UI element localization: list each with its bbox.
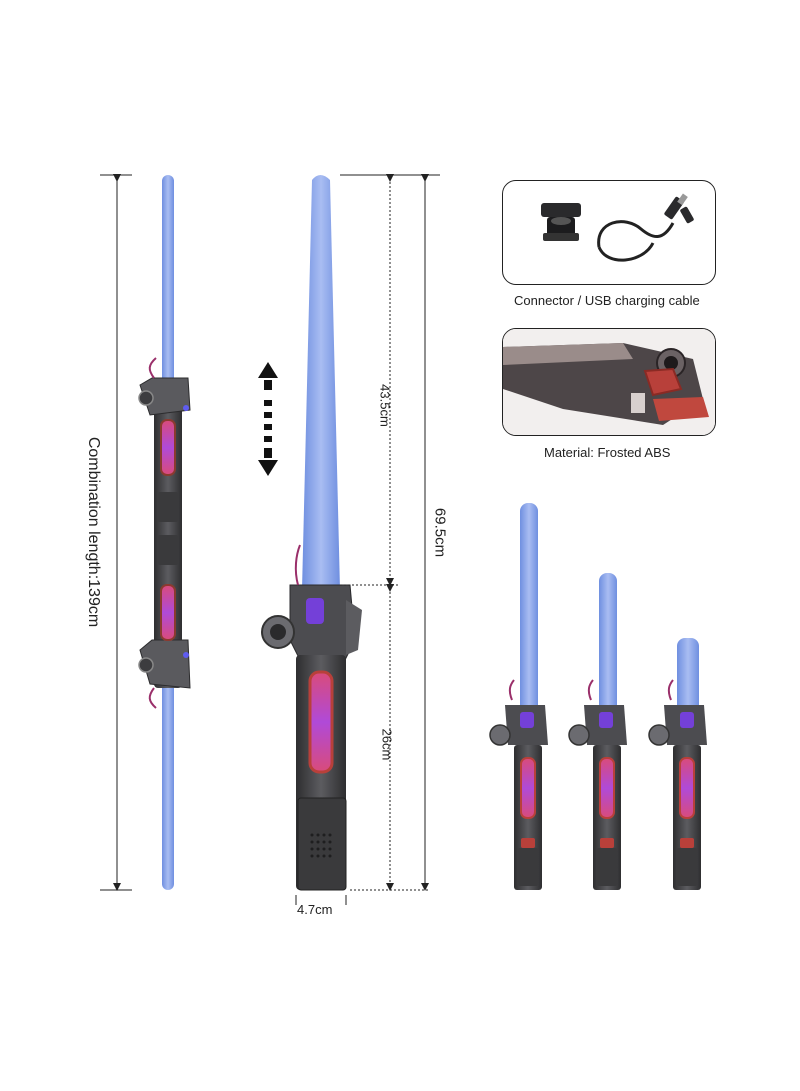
usb-cable-icon <box>597 193 694 262</box>
accessories-caption: Connector / USB charging cable <box>514 293 700 308</box>
variant-medium <box>568 573 627 890</box>
handle-dimension-line <box>350 584 430 891</box>
handle-width-label: 4.7cm <box>297 902 333 917</box>
single-saber-blade <box>302 175 340 590</box>
combination-top-blade <box>162 175 174 385</box>
combination-saber <box>138 175 191 890</box>
single-saber <box>261 175 362 891</box>
connector-icon <box>541 203 581 241</box>
material-closeup-image <box>503 329 715 435</box>
total-dimension-line <box>400 174 440 891</box>
material-caption: Material: Frosted ABS <box>544 445 671 460</box>
accessories-image <box>541 193 694 262</box>
width-dimension-line <box>295 895 347 905</box>
total-length-label: 69.5cm <box>431 507 449 558</box>
extend-arrow-icon <box>258 362 278 476</box>
material-panel <box>502 328 716 436</box>
combination-bottom-blade <box>162 680 174 890</box>
variant-short <box>648 638 707 890</box>
handle-length-label: 26cm <box>379 728 395 761</box>
combination-dimension-line <box>100 174 132 891</box>
blade-length-label: 43.5cm <box>377 384 393 427</box>
combination-length-label: Combination length:139cm <box>85 436 102 628</box>
accessories-panel <box>502 180 716 285</box>
variant-long <box>489 503 548 890</box>
